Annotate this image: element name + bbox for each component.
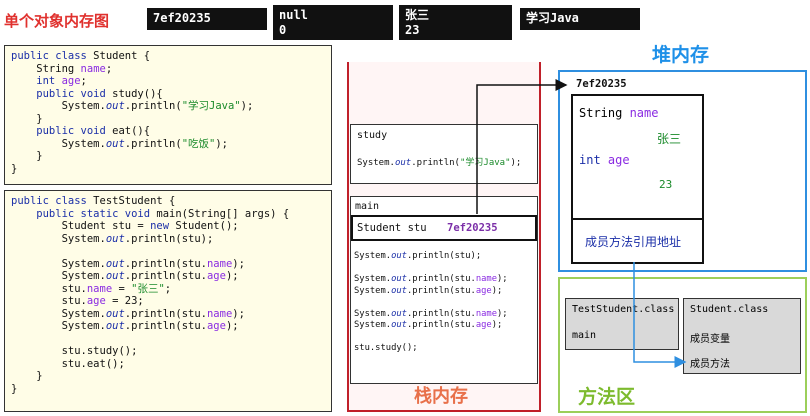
teststudent-class-label: TestStudent.class	[572, 304, 675, 315]
code-line: String name;	[11, 62, 113, 75]
stu-variable-name: Student stu	[357, 222, 427, 234]
page-title: 单个对象内存图	[4, 12, 110, 30]
code-line: }	[11, 150, 43, 162]
code-line: int age;	[11, 75, 87, 87]
code-line: stu.study();	[11, 345, 138, 357]
output-address: 7ef20235	[147, 8, 267, 30]
name-field: String name	[579, 106, 659, 120]
code-line: System.out.println(stu.name);	[11, 257, 245, 270]
code-line: stu.eat();	[11, 357, 125, 370]
student-class-code: public class Student { String name; int …	[4, 45, 332, 185]
age-field-value: 23	[659, 178, 673, 191]
age-field: int age	[579, 153, 630, 167]
heap-memory-label: 堆内存	[652, 44, 710, 66]
code-line: public void study(){	[11, 87, 163, 100]
member-methods-label: 成员方法	[690, 359, 730, 370]
code-line: stu.age = 23;	[11, 295, 144, 307]
main-frame-code: System.out.println(stu); System.out.prin…	[354, 251, 508, 355]
code-line: }	[11, 112, 43, 125]
code-line: System.out.println(stu.age);	[354, 285, 503, 296]
heap-object-address: 7ef20235	[576, 78, 627, 90]
main-stack-frame: main Student stu 7ef20235 System.out.pri…	[350, 196, 538, 384]
method-area-region	[558, 277, 807, 413]
code-line: public void eat(){	[11, 125, 151, 137]
study-frame-code: System.out.println("学习Java");	[357, 158, 522, 168]
output-study-text: 学习Java	[526, 11, 579, 25]
stu-reference-arrow	[476, 79, 568, 214]
code-line: System.out.println("学习Java");	[11, 100, 254, 112]
code-line: System.out.println(stu.age);	[11, 270, 239, 282]
student-object: String name 张三 int age 23 成员方法引用地址	[571, 94, 704, 264]
heap-memory-region	[558, 70, 807, 272]
method-reference-label: 成员方法引用地址	[585, 235, 682, 249]
student-class-label: Student.class	[690, 304, 769, 315]
output-study: 学习Java	[520, 8, 640, 30]
stu-variable-address: 7ef20235	[447, 222, 498, 234]
code-line: System.out.println(stu.age);	[354, 320, 503, 330]
code-line: System.out.println(stu.name);	[354, 274, 508, 284]
code-line: System.out.println(stu);	[354, 251, 482, 261]
output-address-text: 7ef20235	[153, 11, 211, 25]
stu-variable-box: Student stu 7ef20235	[351, 215, 537, 241]
teststudent-class-code: public class TestStudent { public static…	[4, 190, 332, 412]
code-line: System.out.println(stu.name);	[354, 308, 508, 319]
method-area-label: 方法区	[578, 386, 636, 408]
name-field-value: 张三	[657, 132, 682, 146]
code-line: System.out.println(stu.age);	[11, 320, 239, 332]
code-line: System.out.println(stu);	[11, 232, 214, 245]
code-line: System.out.println("吃饭");	[11, 137, 229, 150]
code-line: }	[11, 162, 18, 175]
code-line: }	[11, 382, 18, 395]
object-fields: String name 张三 int age 23	[573, 96, 702, 220]
teststudent-class-box: TestStudent.class main	[565, 298, 679, 350]
output-null-text: null	[279, 8, 308, 22]
output-name-text: 张三	[405, 8, 430, 22]
code-line: stu.name = "张三";	[11, 282, 172, 295]
code-line: stu.study();	[354, 343, 418, 353]
code-line: }	[11, 370, 43, 382]
code-line: public class Student {	[11, 50, 151, 62]
main-frame-label: main	[355, 201, 380, 212]
study-frame-label: study	[357, 130, 388, 141]
code-line: public class TestStudent {	[11, 195, 176, 207]
teststudent-main-label: main	[572, 330, 597, 341]
student-class-box: Student.class 成员变量 成员方法	[683, 298, 801, 374]
code-line: public static void main(String[] args) {	[11, 207, 290, 220]
output-age-text: 23	[405, 23, 420, 37]
method-reference-arrow	[633, 262, 687, 368]
member-variables-label: 成员变量	[690, 334, 730, 345]
stack-memory-label: 栈内存	[414, 386, 468, 407]
study-stack-frame: study System.out.println("学习Java");	[350, 124, 538, 184]
code-line: System.out.println(stu.name);	[11, 307, 245, 320]
output-zero-text: 0	[279, 23, 287, 37]
code-line: Student stu = new Student();	[11, 220, 239, 232]
